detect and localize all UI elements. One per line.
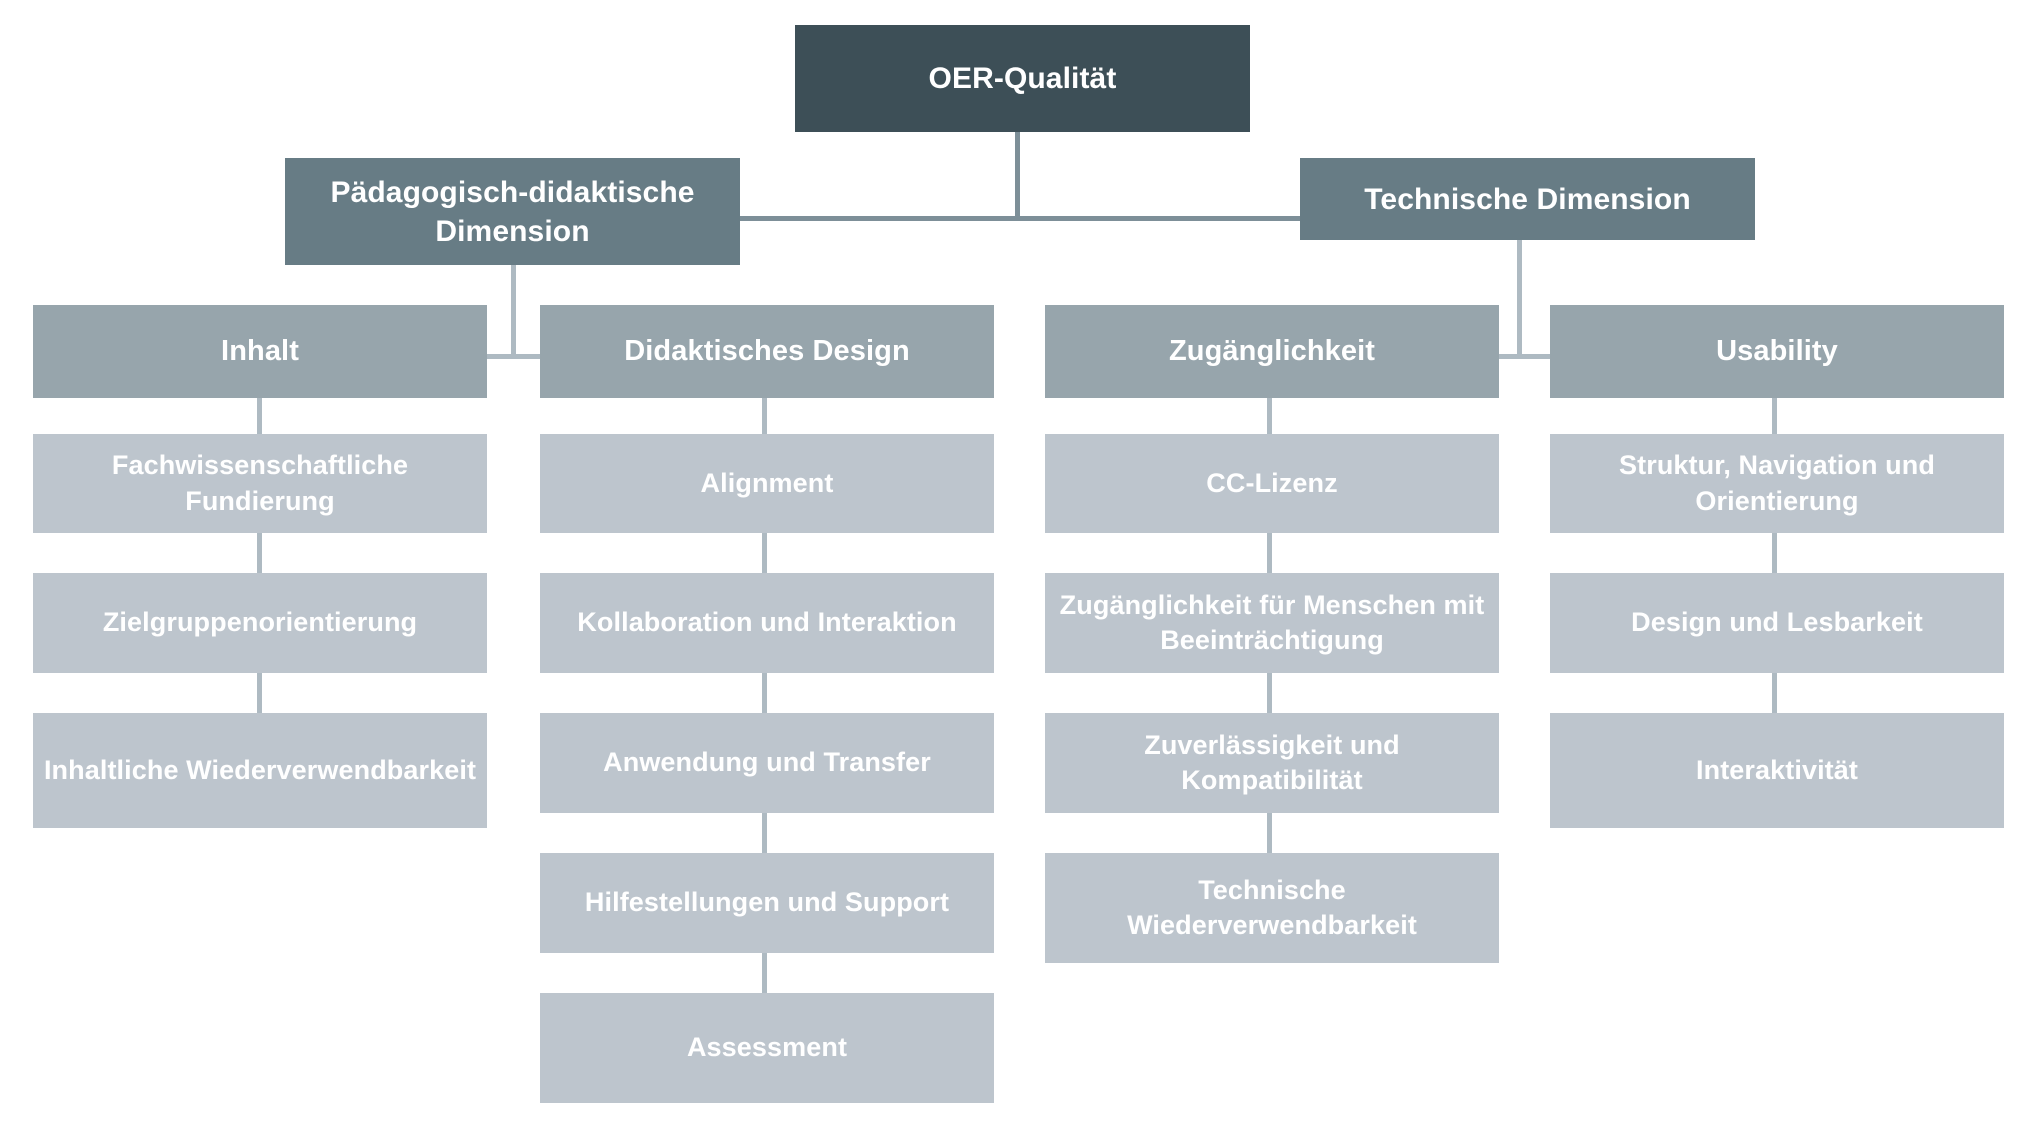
connector-column-4 bbox=[1772, 673, 1777, 713]
connector-column-2 bbox=[762, 813, 767, 853]
node-root-oer-qualitaet[interactable]: OER-Qualität bbox=[795, 25, 1250, 132]
node-leaf-assessment[interactable]: Assessment bbox=[540, 993, 994, 1103]
connector-paedagogisch-children bbox=[487, 354, 540, 359]
node-leaf-cc-lizenz[interactable]: CC-Lizenz bbox=[1045, 434, 1499, 533]
connector-column-2 bbox=[762, 398, 767, 434]
node-label: Didaktisches Design bbox=[624, 334, 910, 367]
connector-paedagogisch-down bbox=[511, 265, 516, 359]
node-label: OER-Qualität bbox=[928, 62, 1117, 95]
node-label: Zuverlässigkeit und Kompatibilität bbox=[1144, 729, 1400, 795]
node-leaf-zielgruppenorientierung[interactable]: Zielgruppenorientierung bbox=[33, 573, 487, 673]
node-label: Assessment bbox=[686, 1032, 848, 1063]
node-label: Usability bbox=[1716, 334, 1838, 367]
node-category-didaktisches-design[interactable]: Didaktisches Design bbox=[540, 305, 994, 398]
node-label: Zielgruppenorientierung bbox=[102, 607, 418, 638]
node-label: Technische Wiederverwendbarkeit bbox=[1127, 874, 1417, 940]
node-leaf-kollaboration-und-interaktion[interactable]: Kollaboration und Interaktion bbox=[540, 573, 994, 673]
node-dimension-technische[interactable]: Technische Dimension bbox=[1300, 158, 1755, 240]
node-label: Struktur, Navigation und Orientierung bbox=[1619, 450, 1935, 516]
node-leaf-anwendung-und-transfer[interactable]: Anwendung und Transfer bbox=[540, 713, 994, 813]
node-label: Anwendung und Transfer bbox=[603, 747, 931, 778]
connector-technische-down bbox=[1517, 240, 1522, 359]
node-leaf-alignment[interactable]: Alignment bbox=[540, 434, 994, 533]
connector-column-2 bbox=[762, 953, 767, 993]
node-leaf-zuverlaessigkeit-und-kompatibilitaet[interactable]: Zuverlässigkeit und Kompatibilität bbox=[1045, 713, 1499, 813]
connector-column-3 bbox=[1267, 398, 1272, 434]
node-leaf-interaktivitaet[interactable]: Interaktivität bbox=[1550, 713, 2004, 828]
connector-column-3 bbox=[1267, 673, 1272, 713]
node-leaf-hilfestellungen-und-support[interactable]: Hilfestellungen und Support bbox=[540, 853, 994, 953]
connector-spine-horizontal bbox=[740, 216, 1300, 221]
connector-column-1 bbox=[257, 533, 262, 573]
connector-column-1 bbox=[257, 398, 262, 434]
connector-column-2 bbox=[762, 533, 767, 573]
connector-technische-children bbox=[1495, 354, 1550, 359]
node-label: CC-Lizenz bbox=[1206, 467, 1338, 498]
node-dimension-paedagogisch-didaktische[interactable]: Pädagogisch-didaktische Dimension bbox=[285, 158, 740, 265]
connector-column-4 bbox=[1772, 533, 1777, 573]
node-label: Pädagogisch-didaktische Dimension bbox=[330, 175, 695, 248]
node-leaf-inhaltliche-wiederverwendbarkeit[interactable]: Inhaltliche Wiederverwendbarkeit bbox=[33, 713, 487, 828]
node-label: Hilfestellungen und Support bbox=[584, 887, 950, 918]
node-label: Interaktivität bbox=[1696, 754, 1858, 785]
node-leaf-technische-wiederverwendbarkeit[interactable]: Technische Wiederverwendbarkeit bbox=[1045, 853, 1499, 963]
connector-column-1 bbox=[257, 673, 262, 713]
node-leaf-fachwissenschaftliche-fundierung[interactable]: Fachwissenschaftliche Fundierung bbox=[33, 434, 487, 533]
node-label: Technische Dimension bbox=[1364, 182, 1691, 216]
connector-column-4 bbox=[1772, 398, 1777, 434]
node-leaf-zugaenglichkeit-fuer-menschen-mit-beeintraechtigung[interactable]: Zugänglichkeit für Menschen mit Beeinträ… bbox=[1045, 573, 1499, 673]
node-label: Kollaboration und Interaktion bbox=[577, 607, 957, 638]
node-label: Inhalt bbox=[221, 334, 299, 367]
connector-root-to-spine bbox=[1015, 132, 1020, 220]
node-category-usability[interactable]: Usability bbox=[1550, 305, 2004, 398]
node-category-inhalt[interactable]: Inhalt bbox=[33, 305, 487, 398]
node-label: Fachwissenschaftliche Fundierung bbox=[111, 450, 409, 516]
node-label: Alignment bbox=[700, 467, 834, 498]
connector-column-3 bbox=[1267, 813, 1272, 853]
connector-column-3 bbox=[1267, 533, 1272, 573]
connector-column-2 bbox=[762, 673, 767, 713]
node-label: Inhaltliche Wiederverwendbarkeit bbox=[43, 754, 477, 785]
node-leaf-struktur-navigation-und-orientierung[interactable]: Struktur, Navigation und Orientierung bbox=[1550, 434, 2004, 533]
node-label: Zugänglichkeit bbox=[1168, 334, 1376, 367]
node-category-zugaenglichkeit[interactable]: Zugänglichkeit bbox=[1045, 305, 1499, 398]
node-label: Zugänglichkeit für Menschen mit Beeinträ… bbox=[1059, 589, 1485, 655]
node-label: Design und Lesbarkeit bbox=[1631, 607, 1923, 638]
node-leaf-design-und-lesbarkeit[interactable]: Design und Lesbarkeit bbox=[1550, 573, 2004, 673]
